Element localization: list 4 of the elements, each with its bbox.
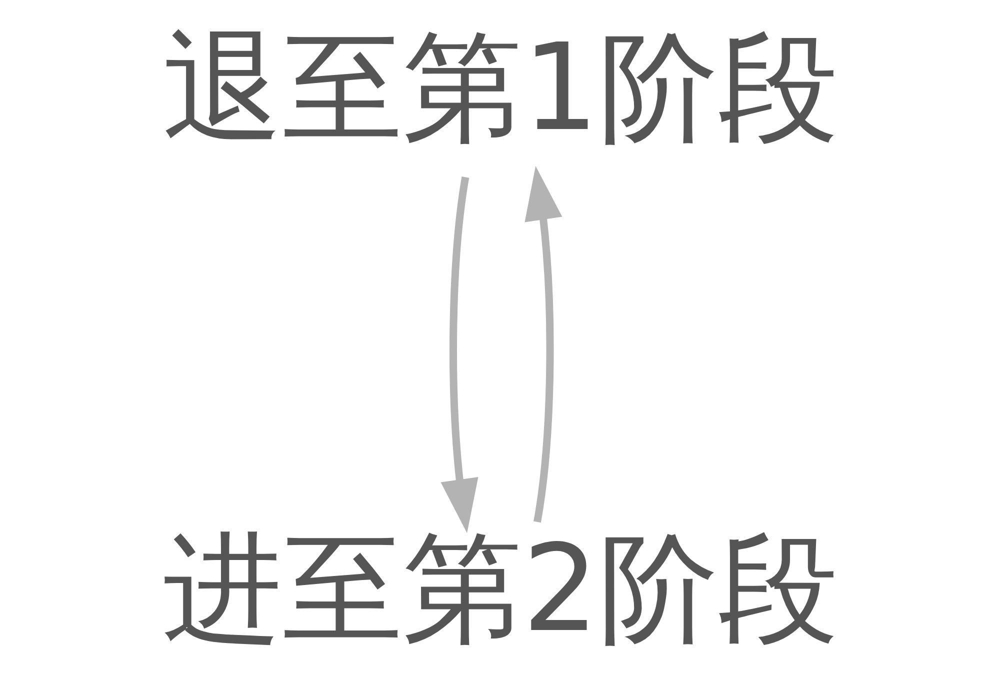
arrow xyxy=(524,166,562,523)
node-text: 退至第1阶段 xyxy=(162,19,838,158)
arrow xyxy=(440,176,478,534)
node-text: 进至第2阶段 xyxy=(162,520,838,659)
